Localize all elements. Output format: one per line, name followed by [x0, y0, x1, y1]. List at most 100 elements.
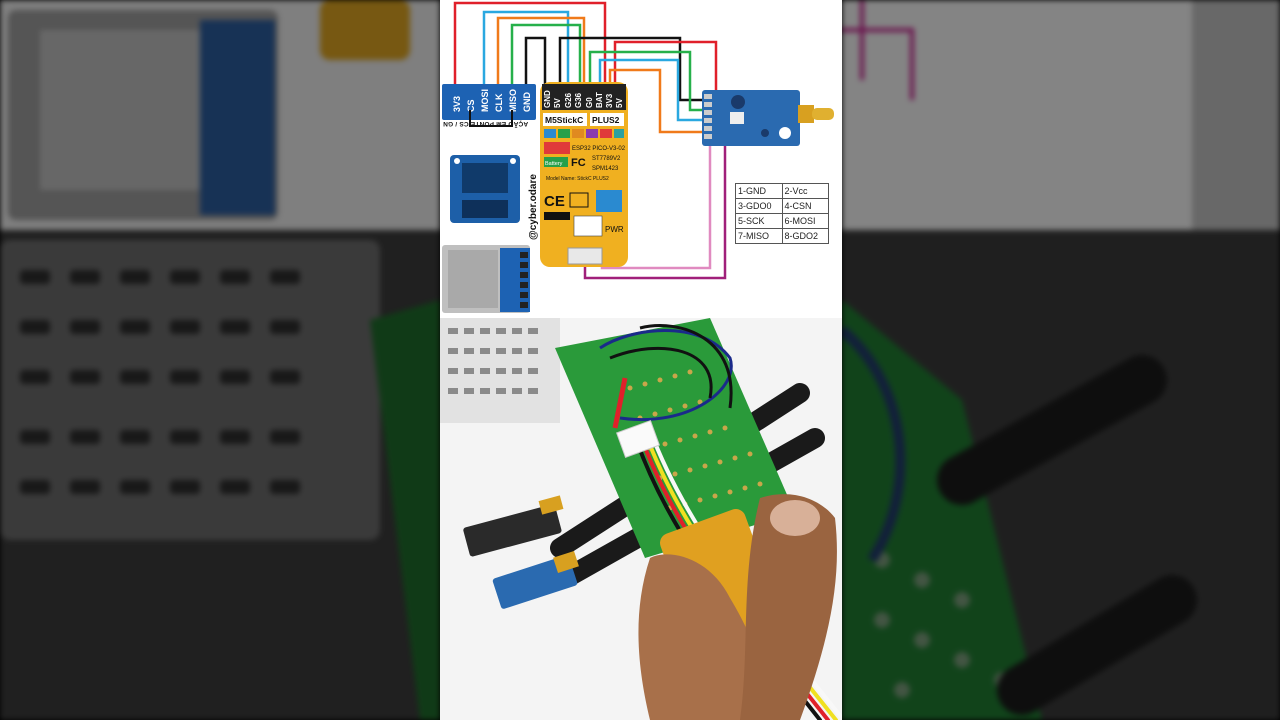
center-column: 3V3 CS MOSI CLK MISO GND — [440, 0, 842, 720]
wire-green-radio — [588, 50, 705, 112]
grove-connector — [615, 419, 661, 459]
radio-pins — [704, 94, 712, 139]
credit-watermark: @cyber.odare — [528, 174, 539, 240]
mount-hole — [779, 127, 791, 139]
recycle-icon — [569, 192, 589, 208]
m5-model-line: Model Name: StickC PLUS2 — [546, 176, 609, 182]
m5-variant-plate — [590, 113, 624, 126]
antenna-sma — [812, 108, 834, 120]
chip-badge — [544, 142, 570, 154]
radio-board-blue — [492, 555, 578, 609]
m5-battery: Battery — [545, 161, 563, 167]
antenna-connector — [798, 105, 814, 123]
radio-chip-icon — [731, 95, 745, 109]
sd-pin-clk: CLK — [494, 93, 504, 112]
wire-blurred — [842, 0, 914, 100]
m5-pin-bat: BAT — [595, 92, 604, 108]
mount-hole — [510, 158, 516, 164]
m5-pin-g26: G26 — [564, 92, 573, 108]
board-wires — [599, 324, 733, 429]
blurred-left-scene — [0, 0, 440, 720]
m5stick-body — [540, 82, 628, 267]
pinout-cell: 4-CSN — [781, 198, 829, 214]
breadboard-holes-blurred — [20, 270, 300, 494]
m5-name-plate — [543, 113, 587, 126]
m5-display: ST7789V2 — [592, 156, 621, 162]
thumbnail — [770, 500, 820, 536]
antenna-blurred — [937, 355, 1167, 505]
breadboard-holes — [448, 328, 538, 394]
m5-pin-3v3: 3V3 — [605, 93, 614, 108]
sd-pin-mosi: MOSI — [480, 89, 490, 112]
radio-sma — [553, 550, 579, 574]
hand — [638, 554, 764, 720]
sd-module-pins: 3V3 CS MOSI CLK MISO GND — [452, 89, 532, 112]
m5-pin-5v-a: 5V — [553, 98, 562, 108]
wire-blurred-2 — [842, 326, 906, 563]
antenna-blurred-2 — [997, 575, 1197, 715]
m5stick-pin-header — [542, 84, 626, 110]
sd-board-blurred — [200, 20, 275, 215]
sd-header-pins — [520, 252, 528, 308]
m5-name: M5StickC — [545, 115, 583, 125]
sd-pin-3v3: 3V3 — [452, 96, 462, 112]
pinout-cell: 5-SCK — [735, 213, 783, 229]
cs-gnd-bridge — [469, 110, 513, 127]
m5-chip: ESP32 PICO-V3-02 — [572, 146, 626, 152]
sd-pin-cs: CS — [466, 99, 476, 112]
wire-black-gnd — [524, 36, 547, 90]
bridge-note: AÇÃO EM PONTE CS / GN — [443, 120, 529, 127]
blurred-background-left — [0, 0, 440, 720]
sd-socket — [462, 163, 508, 193]
pinout-cell: 6-MOSI — [781, 213, 829, 229]
blurred-background-right — [842, 0, 1280, 720]
perfboard — [555, 318, 795, 558]
mount-hole — [454, 158, 460, 164]
sd-slot-blurred — [40, 30, 200, 190]
thumb — [740, 494, 837, 720]
sd-pcb-2 — [500, 248, 530, 312]
battery-badge — [544, 157, 568, 167]
wire-orange-radio — [608, 68, 708, 134]
wire-red-3v3 — [453, 1, 607, 90]
rtc-badge — [596, 190, 622, 212]
blurred-right-scene — [842, 0, 1280, 720]
m5-mic: SPM1423 — [592, 166, 619, 172]
wire-black-radio — [558, 36, 705, 102]
breadboard-blurred — [0, 240, 380, 540]
sd-slot — [448, 250, 498, 308]
dash-mark — [544, 212, 570, 220]
radio-sma-2 — [538, 495, 564, 515]
device-photo — [440, 318, 842, 720]
photo-scene — [440, 318, 842, 720]
m5-pin-g36: G36 — [574, 92, 583, 108]
m5-feature-badges — [544, 129, 624, 138]
wire-green-clk — [510, 23, 582, 90]
m5-button-label: PWR — [605, 225, 624, 234]
wire-purple-radio — [583, 130, 727, 280]
sd-pin-gnd: GND — [522, 92, 532, 113]
wire-blue-radio — [598, 58, 705, 122]
pinout-cell: 7-MISO — [735, 228, 783, 244]
pinout-cell: 2-Vcc — [781, 183, 829, 199]
qr-label — [573, 215, 603, 237]
wire-red-radio — [613, 40, 718, 100]
pcb-edge-blurred — [370, 300, 440, 720]
wiring-diagram: 3V3 CS MOSI CLK MISO GND — [440, 0, 842, 318]
crystal — [730, 112, 744, 124]
sd-chip — [462, 200, 508, 218]
pinout-cell: 1-GND — [735, 183, 783, 199]
diagram-svg: 3V3 CS MOSI CLK MISO GND — [442, 1, 834, 313]
radio-board-black — [463, 504, 562, 557]
ce-mark: CE — [544, 193, 565, 210]
m5-pin-g0: G0 — [585, 97, 594, 108]
pinout-cell: 8-GDO2 — [781, 228, 829, 244]
pinout-cell: 3-GDO0 — [735, 198, 783, 214]
m5stick-pins: GND 5V G26 G36 G0 BAT 3V3 5V — [543, 90, 624, 108]
stick-blurred — [320, 0, 410, 60]
